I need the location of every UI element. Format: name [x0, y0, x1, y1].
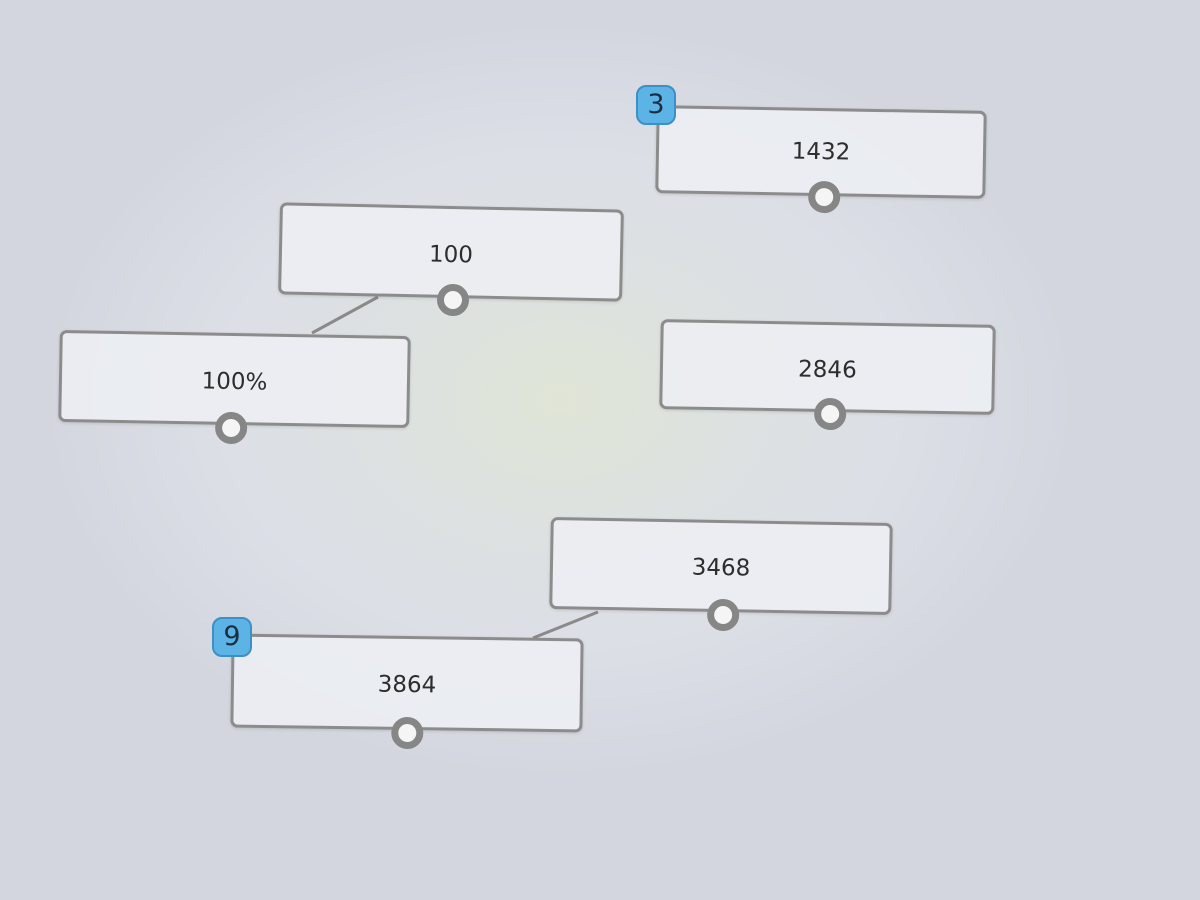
node-3468[interactable]: 3468: [549, 517, 893, 632]
node-3864[interactable]: 3864: [230, 633, 584, 750]
node-value-label: 100%: [201, 368, 268, 396]
node-value-label: 100: [428, 241, 474, 269]
node-value-label: 3468: [691, 554, 751, 582]
node-badge: 3: [636, 85, 676, 125]
node-100-percent[interactable]: 100%: [58, 329, 411, 445]
connection-3468-to-3864: [532, 610, 599, 640]
node-value-label: 2846: [797, 356, 857, 384]
node-value-label: 3864: [377, 671, 437, 699]
node-100[interactable]: 100: [278, 202, 624, 317]
node-value-label: 1432: [791, 138, 851, 166]
node-badge: 9: [212, 617, 252, 657]
node-1432[interactable]: 1432: [655, 105, 987, 214]
connection-100-to-100pct: [311, 295, 379, 335]
node-2846[interactable]: 2846: [659, 319, 996, 431]
